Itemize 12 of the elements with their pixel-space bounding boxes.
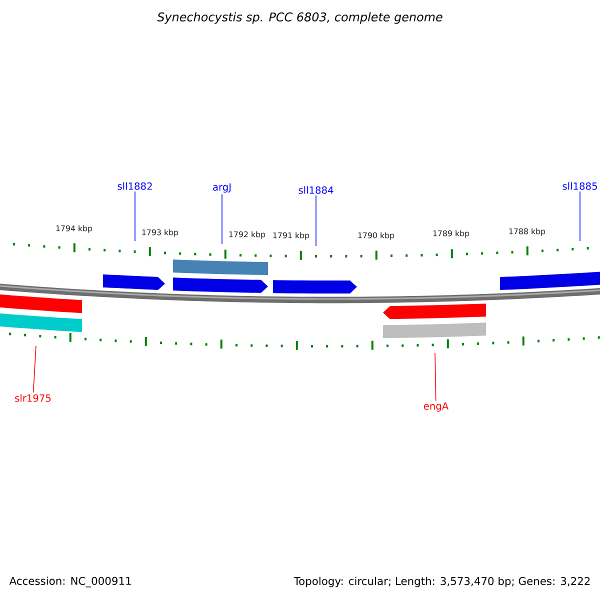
footer-text: Topology: circular; Length: 3,573,470 bp; Genes: 3,222: [294, 576, 590, 588]
title: Synechocystis sp. PCC 6803, complete genome: [157, 12, 442, 24]
leader-line: [434, 352, 436, 402]
gene-label: engA: [424, 402, 449, 412]
gene-label: sll1885: [562, 182, 597, 190]
gene-label: slr1975: [15, 394, 51, 402]
gene-label: sll1882: [118, 182, 152, 190]
gene-label: argJ: [213, 183, 231, 193]
leader-line: [32, 346, 36, 393]
gene-label: sll1884: [298, 186, 334, 194]
leader-line: [134, 191, 136, 242]
footer-text: Accession: NC_000911: [9, 576, 131, 588]
